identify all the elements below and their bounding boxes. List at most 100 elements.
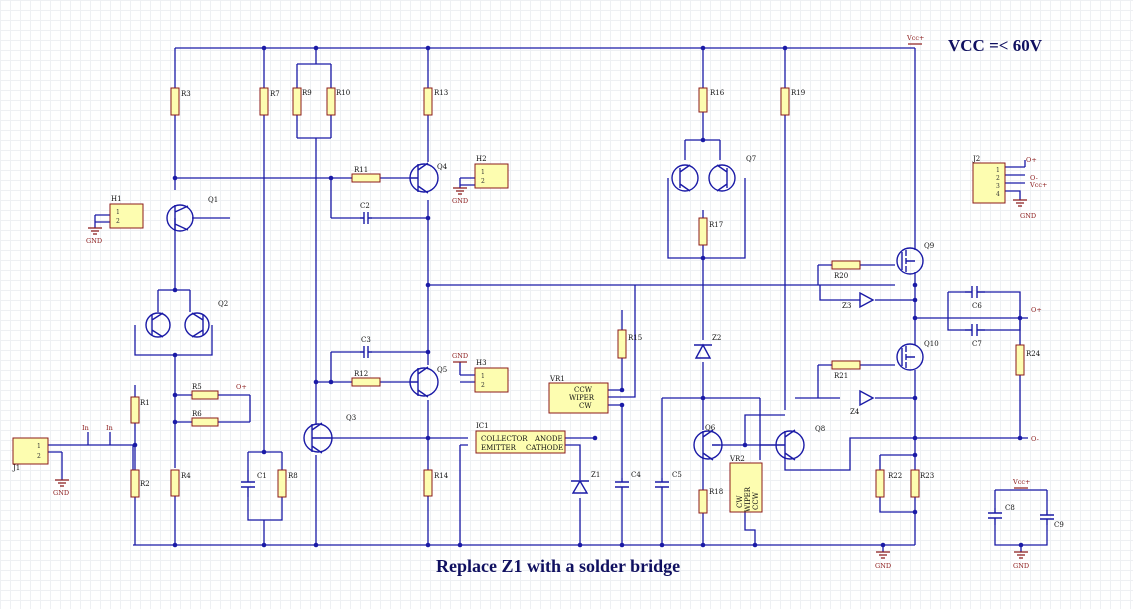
ic1-cathode: CATHODE <box>526 444 563 452</box>
transistors: Q1 Q2 Q3 Q4 Q5 Q6 <box>145 155 939 461</box>
capacitor-c7[interactable] <box>965 324 985 336</box>
net-gnd-j2: GND <box>1020 212 1036 220</box>
label-c4: C4 <box>631 471 641 479</box>
resistor-r3[interactable] <box>170 87 180 116</box>
gnd-icon <box>1013 199 1027 207</box>
resistor-r6[interactable] <box>191 417 219 427</box>
net-gnd-h2: GND <box>452 197 468 205</box>
resistor-r12[interactable] <box>351 377 381 387</box>
resistor-r19[interactable] <box>780 87 790 116</box>
label-r9: R9 <box>302 89 312 97</box>
vr2-wiper: WIPER <box>744 486 752 512</box>
transistor-q6[interactable] <box>693 429 723 461</box>
vr2-cw: CW <box>736 495 744 508</box>
label-q3: Q3 <box>346 414 356 422</box>
j2-pin1: 1 <box>996 167 1000 174</box>
label-j1: J1 <box>12 464 20 472</box>
label-r22: R22 <box>888 472 902 480</box>
resistor-r18[interactable] <box>698 489 708 514</box>
label-h3: H3 <box>476 359 487 367</box>
net-gnd-j1: GND <box>53 489 69 497</box>
gnd-icon <box>876 551 890 559</box>
ic1[interactable]: COLLECTOR ANODE EMITTER CATHODE IC1 <box>475 422 566 454</box>
label-c3: C3 <box>361 336 371 344</box>
resistor-r4[interactable] <box>170 469 180 497</box>
label-r2: R2 <box>140 480 150 488</box>
resistor-r20[interactable] <box>831 260 861 270</box>
label-c1: C1 <box>257 472 267 480</box>
label-q10: Q10 <box>924 340 939 348</box>
capacitor-c8[interactable] <box>988 508 1002 525</box>
label-r1: R1 <box>140 399 150 407</box>
transistor-q9[interactable] <box>896 247 924 275</box>
resistor-r13[interactable] <box>423 87 433 116</box>
h1-pin1: 1 <box>116 209 120 216</box>
resistor-r24[interactable] <box>1015 344 1025 376</box>
h3-pin2: 2 <box>481 382 485 389</box>
resistor-r17[interactable] <box>698 217 708 246</box>
resistor-r16[interactable] <box>698 87 708 113</box>
zener-z3[interactable] <box>859 291 875 309</box>
resistor-r7[interactable] <box>259 87 269 116</box>
resistor-r8[interactable] <box>277 469 287 498</box>
headers: 1 2 H1 1 2 H2 1 2 H3 1 2 J1 1 2 3 4 J2 <box>12 155 1006 472</box>
capacitor-c9[interactable] <box>1040 510 1054 525</box>
h3-pin1: 1 <box>481 373 485 380</box>
transistor-q4[interactable] <box>409 162 439 194</box>
resistors: R3 R7 R9 R10 R13 R16 R19 R17 R15 R1 R2 R… <box>130 87 1041 514</box>
transistor-q3[interactable] <box>303 422 333 454</box>
label-r23: R23 <box>920 472 934 480</box>
resistor-r22[interactable] <box>875 469 885 498</box>
resistor-r10[interactable] <box>326 87 336 116</box>
label-r15: R15 <box>628 334 642 342</box>
label-r20: R20 <box>834 272 848 280</box>
capacitor-c1[interactable] <box>241 470 255 497</box>
header-h1[interactable]: 1 2 <box>109 203 144 229</box>
capacitor-c3[interactable] <box>360 346 372 358</box>
zener-z1[interactable] <box>571 479 589 494</box>
label-c2: C2 <box>360 202 370 210</box>
transistor-q7[interactable] <box>671 164 736 192</box>
net-gnd-c8: GND <box>1013 562 1029 570</box>
resistor-r15[interactable] <box>617 329 627 359</box>
capacitor-c5[interactable] <box>655 478 669 490</box>
supply-note: VCC =< 60V <box>948 36 1043 55</box>
header-h3[interactable]: 1 2 <box>474 367 509 393</box>
net-out-pos-r5: O+ <box>236 383 247 391</box>
label-r5: R5 <box>192 383 202 391</box>
vr1-ccw: CCW <box>574 386 593 394</box>
resistor-r1[interactable] <box>130 396 140 424</box>
label-c8: C8 <box>1005 504 1015 512</box>
transistor-q2[interactable] <box>145 312 210 338</box>
transistor-q5[interactable] <box>409 366 439 398</box>
label-q9: Q9 <box>924 242 934 250</box>
zener-z4[interactable] <box>859 389 875 407</box>
net-out-pos-j2: O+ <box>1026 156 1037 164</box>
transistor-q1[interactable] <box>166 204 194 232</box>
vr2[interactable]: CW WIPER CCW VR2 <box>729 455 763 513</box>
label-r12: R12 <box>354 370 368 378</box>
connector-j2[interactable]: 1 2 3 4 <box>972 162 1006 204</box>
label-r21: R21 <box>834 372 848 380</box>
power-symbols: GND GND GND GND GND GND GND Vcc+ Vcc+ Vc… <box>53 34 1047 570</box>
label-z2: Z2 <box>712 334 721 342</box>
resistor-r5[interactable] <box>191 390 219 400</box>
resistor-r11[interactable] <box>351 173 381 183</box>
resistor-r9[interactable] <box>292 87 302 116</box>
resistor-r2[interactable] <box>130 469 140 498</box>
capacitor-c4[interactable] <box>615 478 629 490</box>
resistor-r23[interactable] <box>910 469 920 498</box>
zener-z2[interactable] <box>694 343 712 359</box>
capacitor-c6[interactable] <box>965 286 985 298</box>
vr1[interactable]: CCW WIPER CW VR1 <box>548 375 609 414</box>
transistor-q10[interactable] <box>896 343 924 371</box>
net-in-2: In <box>106 424 113 432</box>
header-h2[interactable]: 1 2 <box>474 163 509 189</box>
capacitor-c2[interactable] <box>360 212 372 224</box>
resistor-r14[interactable] <box>423 469 433 497</box>
net-vcc-j2: Vcc+ <box>1029 181 1047 189</box>
connector-j1[interactable]: 1 2 <box>12 437 49 465</box>
transistor-q8[interactable] <box>760 429 805 461</box>
label-q2: Q2 <box>218 300 228 308</box>
resistor-r21[interactable] <box>831 360 861 370</box>
